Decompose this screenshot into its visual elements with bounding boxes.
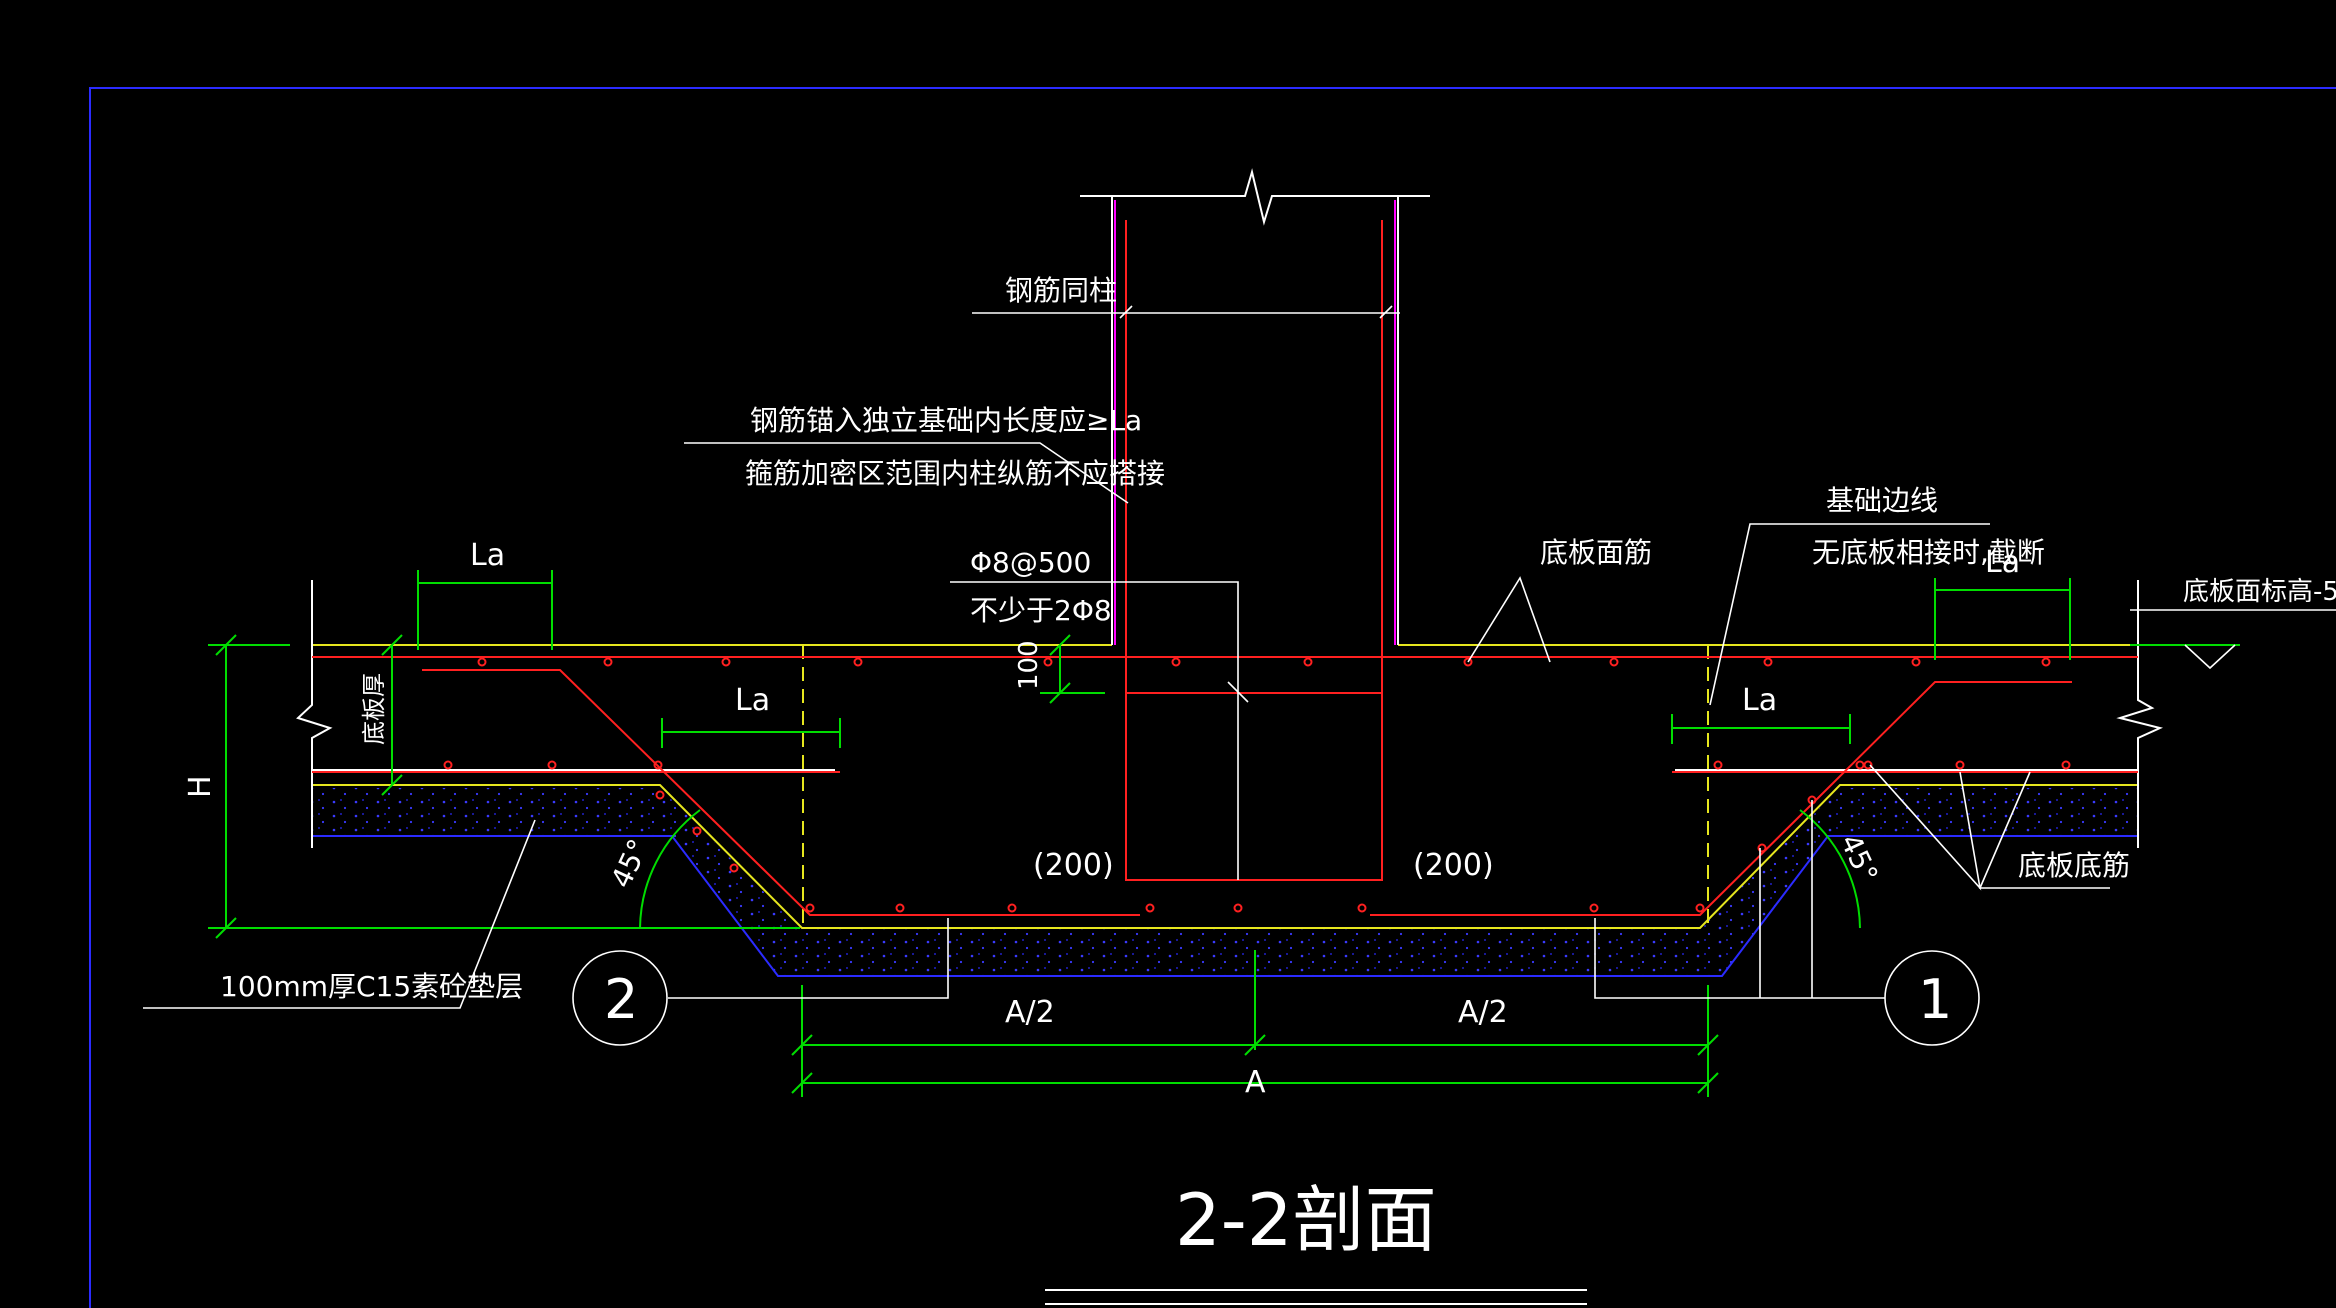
left-break-line (296, 580, 333, 848)
label-anchor-note-1: 钢筋锚入独立基础内长度应≥La (750, 404, 1142, 437)
leader-slab-top-bar (1467, 576, 1551, 663)
label-half-a-right: A/2 (1458, 995, 1508, 1030)
outline-lines (296, 168, 2164, 848)
leader-lines (143, 305, 2336, 1305)
label-la-mid-right: La (1742, 683, 1777, 718)
footing-top-bar-right (1370, 681, 2072, 916)
leader-foundation-edge (1709, 523, 1990, 706)
label-dim-200-right: (200) (1413, 848, 1494, 883)
angle-arc-left (639, 809, 701, 929)
label-a: A (1245, 1065, 1266, 1100)
leader-c15 (143, 819, 536, 1009)
leader-anchor-note (684, 442, 1129, 504)
column-bars (1114, 200, 1396, 645)
label-slab-top-bar: 底板面筋 (1540, 536, 1652, 569)
label-bar-same-as-column: 钢筋同柱 (1005, 274, 1117, 307)
label-slab-top-elev: 底板面标高-5.70 (2183, 577, 2336, 607)
label-slab-thickness: 底板厚 (360, 673, 388, 745)
footing-outline (312, 784, 2138, 929)
frame-border (89, 87, 2336, 1308)
label-la-top-left: La (470, 538, 505, 573)
label-angle-right: 45° (1834, 829, 1885, 888)
drawing-frame (89, 87, 2336, 1308)
label-detail-1: 1 (1918, 968, 1952, 1031)
elevation-triangle (2184, 644, 2236, 670)
leader-phi8 (950, 581, 1239, 880)
label-phi8-spacing: Φ8@500 (970, 546, 1091, 579)
leader-detail-2 (668, 918, 949, 999)
rebar-dots (443, 657, 2071, 913)
detail-marker-2 (572, 950, 668, 1046)
column-bar-hook-left (1125, 220, 1245, 881)
detail-marker-1 (1884, 950, 1980, 1046)
label-half-a-left: A/2 (1005, 995, 1055, 1030)
column-bar-hook-right (1245, 220, 1383, 881)
column-break-symbol (1080, 168, 1430, 226)
label-min-2phi8: 不少于2Φ8 (970, 594, 1112, 627)
leader-detail-1 (1594, 918, 1885, 999)
blinding-bottom-line (312, 835, 2138, 977)
label-la-top-right: La (1985, 545, 2020, 580)
drawing-title: 2-2剖面 (1175, 1178, 1437, 1262)
concrete-outline (312, 644, 2138, 929)
text-labels: 钢筋同柱 钢筋锚入独立基础内长度应≥La 箍筋加密区范围内柱纵筋不应搭接 Φ8@… (183, 274, 2336, 1262)
label-slab-bottom-bar: 底板底筋 (2018, 849, 2130, 882)
label-c15-layer: 100mm厚C15素砼垫层 (220, 970, 523, 1003)
label-dim-200-left: (200) (1033, 848, 1114, 883)
label-anchor-note-2: 箍筋加密区范围内柱纵筋不应搭接 (745, 457, 1165, 490)
dimension-lines (208, 570, 2240, 1097)
label-foundation-edge: 基础边线 (1826, 484, 1938, 517)
label-dim-100: 100 (1014, 640, 1044, 690)
rebar (312, 220, 2138, 916)
right-break-line (2116, 580, 2164, 848)
label-detail-2: 2 (604, 968, 638, 1031)
label-h: H (183, 775, 218, 798)
footing-top-bar-left (422, 669, 1140, 916)
label-la-mid-left: La (735, 683, 770, 718)
label-no-slab-cut: 无底板相接时,截断 (1812, 536, 2045, 569)
